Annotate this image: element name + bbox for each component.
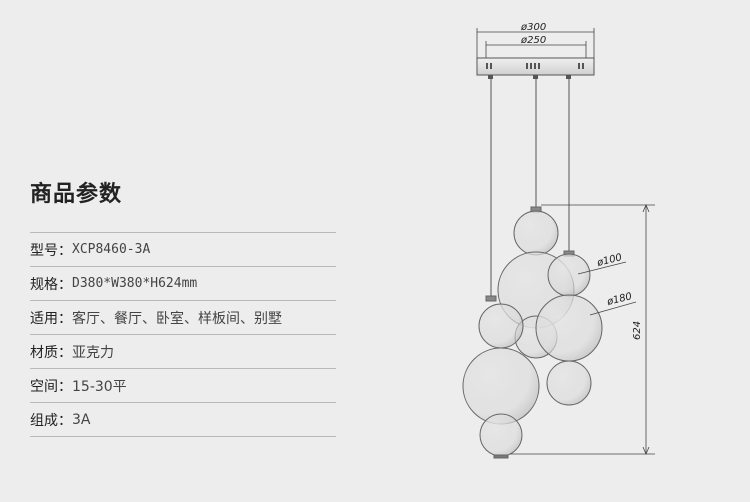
spec-row-composition: 组成： 3A [30, 403, 336, 437]
spec-row-space: 空间： 15-30平 [30, 369, 336, 403]
dim-large-ball-label: ø180 [605, 291, 633, 308]
dim-height-label: 624 [632, 321, 643, 340]
cord-grip [488, 75, 493, 79]
ball-dimension-leaders [577, 261, 637, 316]
spec-value: XCP8460-3A [72, 242, 151, 257]
plate-screws [486, 63, 584, 69]
suspension-cords [490, 79, 570, 297]
pendant-left [462, 295, 540, 459]
spec-row-model: 型号： XCP8460-3A [30, 232, 336, 267]
dim-top-inner-label: ø250 [520, 35, 546, 46]
spec-value: D380*W380*H624mm [72, 276, 198, 291]
spec-label: 型号： [30, 242, 72, 259]
spec-value: 亚克力 [72, 344, 114, 361]
spec-value: 15-30平 [72, 378, 127, 395]
pendant-right [535, 250, 603, 406]
spec-label: 材质： [30, 344, 72, 361]
spec-row-usage: 适用： 客厅、餐厅、卧室、样板间、别墅 [30, 301, 336, 335]
spec-value: 3A [72, 411, 91, 428]
spec-value: 客厅、餐厅、卧室、样板间、别墅 [72, 310, 282, 327]
spec-label: 规格： [30, 276, 72, 293]
cord-grip [533, 75, 538, 79]
top-dimension-lines [476, 28, 595, 60]
dim-top-outer-label: ø300 [520, 22, 546, 33]
spec-label: 适用： [30, 310, 72, 327]
height-dimension [510, 203, 655, 456]
spec-row-material: 材质： 亚克力 [30, 335, 336, 369]
spec-label: 组成： [30, 412, 72, 429]
spec-list: 型号： XCP8460-3A 规格： D380*W380*H624mm 适用： … [30, 232, 336, 437]
spec-label: 空间： [30, 378, 72, 395]
cord-grip [566, 75, 571, 79]
spec-row-size: 规格： D380*W380*H624mm [30, 267, 336, 301]
product-params-title: 商品参数 [30, 182, 123, 207]
